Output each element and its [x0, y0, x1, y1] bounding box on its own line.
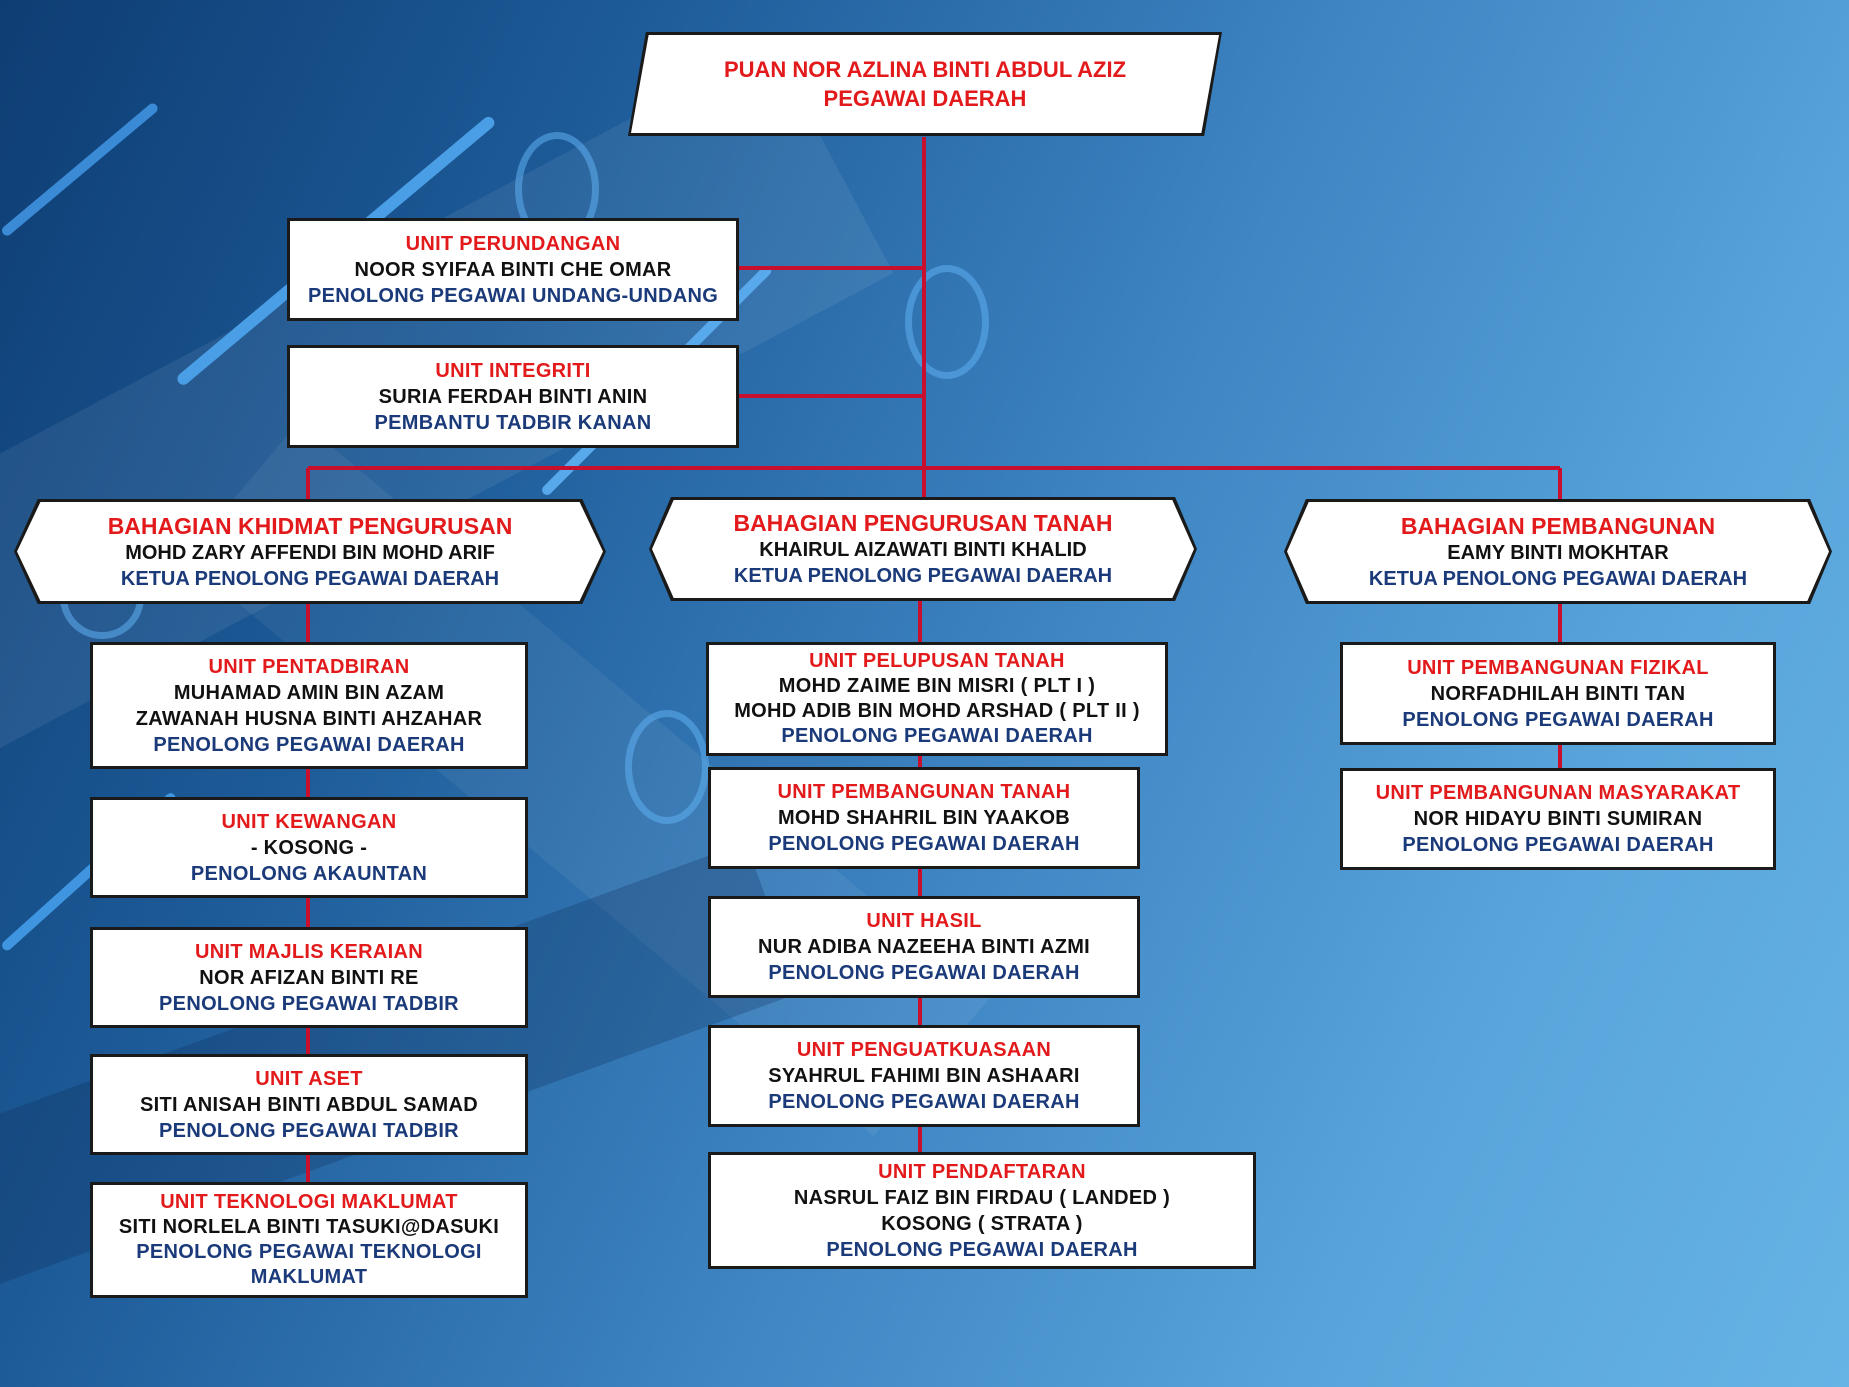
unit-officer-position: PENOLONG PEGAWAI DAERAH [781, 725, 1093, 747]
unit-officer-position: PENOLONG PEGAWAI DAERAH [768, 962, 1080, 984]
unit-box: UNIT MAJLIS KERAIAN NOR AFIZAN BINTI RE … [90, 927, 528, 1028]
unit-officer-name: NOOR SYIFAA BINTI CHE OMAR [354, 258, 672, 281]
unit-box: UNIT ASET SITI ANISAH BINTI ABDUL SAMAD … [90, 1054, 528, 1155]
unit-officer-position: PENOLONG PEGAWAI TADBIR [159, 992, 459, 1015]
unit-title: UNIT TEKNOLOGI MAKLUMAT [160, 1191, 458, 1213]
division-box: BAHAGIAN PEMBANGUNAN EAMY BINTI MOKHTAR … [1284, 499, 1832, 604]
unit-title: UNIT PENGUATKUASAAN [796, 1039, 1052, 1061]
division-box-inner: BAHAGIAN PENGURUSAN TANAH KHAIRUL AIZAWA… [652, 500, 1194, 598]
unit-officer-position: PENOLONG PEGAWAI DAERAH [1402, 708, 1714, 731]
division-box-inner: BAHAGIAN KHIDMAT PENGURUSAN MOHD ZARY AF… [17, 502, 603, 601]
division-head-position: KETUA PENOLONG PEGAWAI DAERAH [120, 567, 500, 590]
division-title: BAHAGIAN PEMBANGUNAN [1400, 512, 1716, 539]
head-box-inner: PUAN NOR AZLINA BINTI ABDUL AZIZ PEGAWAI… [631, 35, 1219, 133]
unit-officer-position: PENOLONG PEGAWAI TEKNOLOGI MAKLUMAT [136, 1241, 482, 1288]
unit-officer-position: PENOLONG PEGAWAI DAERAH [826, 1238, 1138, 1261]
unit-box: UNIT PEMBANGUNAN TANAH MOHD SHAHRIL BIN … [708, 767, 1140, 869]
unit-title: UNIT PENTADBIRAN [208, 655, 410, 678]
division-head-name: EAMY BINTI MOKHTAR [1447, 541, 1669, 564]
division-head-position: KETUA PENOLONG PEGAWAI DAERAH [733, 565, 1113, 587]
unit-title: UNIT HASIL [866, 910, 982, 932]
unit-officer-position: PENOLONG PEGAWAI DAERAH [768, 1091, 1080, 1113]
unit-officer-position: PENOLONG AKAUNTAN [190, 862, 428, 885]
unit-officer-name: SYAHRUL FAHIMI BIN ASHAARI [768, 1065, 1080, 1087]
unit-title: UNIT PEMBANGUNAN FIZIKAL [1407, 656, 1709, 679]
unit-box: UNIT PENTADBIRAN MUHAMAD AMIN BIN AZAM Z… [90, 642, 528, 769]
unit-officer-position: PENOLONG PEGAWAI TADBIR [159, 1119, 459, 1142]
staff-unit-box: UNIT PERUNDANGAN NOOR SYIFAA BINTI CHE O… [287, 218, 739, 321]
division-box-inner: BAHAGIAN PEMBANGUNAN EAMY BINTI MOKHTAR … [1287, 502, 1829, 601]
head-name: PUAN NOR AZLINA BINTI ABDUL AZIZ [723, 57, 1127, 82]
unit-title: UNIT INTEGRITI [435, 359, 591, 382]
unit-officer-name: MUHAMAD AMIN BIN AZAM [173, 681, 445, 704]
unit-officer-name: NORFADHILAH BINTI TAN [1430, 682, 1686, 705]
unit-box: UNIT PEMBANGUNAN MASYARAKAT NOR HIDAYU B… [1340, 768, 1776, 870]
unit-box: UNIT KEWANGAN - KOSONG - PENOLONG AKAUNT… [90, 797, 528, 898]
unit-officer-name: NASRUL FAIZ BIN FIRDAU ( LANDED ) [793, 1186, 1171, 1209]
division-title: BAHAGIAN KHIDMAT PENGURUSAN [107, 512, 513, 539]
unit-title: UNIT PELUPUSAN TANAH [809, 650, 1065, 672]
background-ring [625, 710, 709, 824]
division-box: BAHAGIAN PENGURUSAN TANAH KHAIRUL AIZAWA… [649, 497, 1197, 601]
unit-officer-name: NUR ADIBA NAZEEHA BINTI AZMI [757, 936, 1091, 958]
unit-title: UNIT PERUNDANGAN [405, 232, 621, 255]
unit-officer-name: MOHD SHAHRIL BIN YAAKOB [777, 807, 1071, 829]
head-box: PUAN NOR AZLINA BINTI ABDUL AZIZ PEGAWAI… [628, 32, 1222, 136]
unit-title: UNIT ASET [255, 1067, 363, 1090]
unit-officer-position: PENOLONG PEGAWAI UNDANG-UNDANG [307, 284, 719, 307]
division-head-name: KHAIRUL AIZAWATI BINTI KHALID [759, 539, 1087, 561]
division-head-name: MOHD ZARY AFFENDI BIN MOHD ARIF [125, 541, 495, 564]
unit-title: UNIT PENDAFTARAN [878, 1160, 1086, 1183]
unit-box: UNIT PEMBANGUNAN FIZIKAL NORFADHILAH BIN… [1340, 642, 1776, 745]
unit-box: UNIT PENGUATKUASAAN SYAHRUL FAHIMI BIN A… [708, 1025, 1140, 1127]
unit-title: UNIT MAJLIS KERAIAN [195, 940, 423, 963]
unit-officer-position: PENOLONG PEGAWAI DAERAH [1402, 834, 1714, 856]
unit-officer-name: MOHD ZAIME BIN MISRI ( PLT I ) [778, 675, 1096, 697]
unit-title: UNIT PEMBANGUNAN TANAH [777, 781, 1071, 803]
division-box: BAHAGIAN KHIDMAT PENGURUSAN MOHD ZARY AF… [14, 499, 606, 604]
unit-officer-position: PEMBANTU TADBIR KANAN [374, 411, 652, 434]
unit-box: UNIT PENDAFTARAN NASRUL FAIZ BIN FIRDAU … [708, 1152, 1256, 1269]
unit-officer-name: SITI NORLELA BINTI TASUKI@DASUKI [118, 1216, 500, 1238]
unit-box: UNIT HASIL NUR ADIBA NAZEEHA BINTI AZMI … [708, 896, 1140, 998]
division-title: BAHAGIAN PENGURUSAN TANAH [733, 510, 1113, 536]
division-head-position: KETUA PENOLONG PEGAWAI DAERAH [1368, 567, 1748, 590]
unit-box: UNIT TEKNOLOGI MAKLUMAT SITI NORLELA BIN… [90, 1182, 528, 1298]
unit-officer-name: SITI ANISAH BINTI ABDUL SAMAD [140, 1093, 478, 1116]
unit-box: UNIT PELUPUSAN TANAH MOHD ZAIME BIN MISR… [706, 642, 1168, 756]
unit-officer-name: NOR HIDAYU BINTI SUMIRAN [1413, 808, 1703, 830]
unit-officer-name: MOHD ADIB BIN MOHD ARSHAD ( PLT II ) [734, 700, 1140, 722]
unit-officer-position: PENOLONG PEGAWAI DAERAH [153, 733, 465, 756]
head-title: PEGAWAI DAERAH [823, 86, 1027, 111]
unit-officer-name: NOR AFIZAN BINTI RE [199, 966, 419, 989]
unit-title: UNIT PEMBANGUNAN MASYARAKAT [1375, 782, 1741, 804]
unit-officer-name: - KOSONG - [250, 836, 368, 859]
unit-officer-name: ZAWANAH HUSNA BINTI AHZAHAR [135, 707, 483, 730]
background-ring [905, 265, 989, 379]
unit-title: UNIT KEWANGAN [221, 810, 397, 833]
unit-officer-name: SURIA FERDAH BINTI ANIN [378, 385, 648, 408]
unit-officer-position: PENOLONG PEGAWAI DAERAH [768, 833, 1080, 855]
unit-officer-name: KOSONG ( STRATA ) [881, 1212, 1083, 1235]
staff-unit-box: UNIT INTEGRITI SURIA FERDAH BINTI ANIN P… [287, 345, 739, 448]
